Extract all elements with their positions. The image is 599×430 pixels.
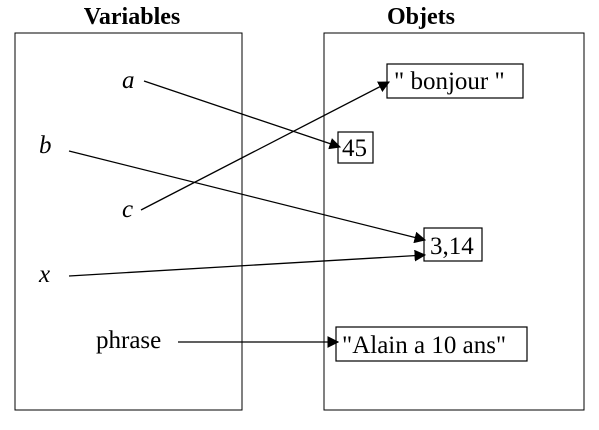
object-value-45: 45 (342, 135, 367, 162)
objects-header: Objets (387, 4, 455, 30)
variable-c: c (122, 196, 133, 223)
object-value-bonjour: " bonjour " (394, 68, 505, 95)
arrow-c-to-bonjour (140, 81, 391, 211)
variables-header: Variables (84, 4, 180, 30)
arrow-b-to-3-14 (68, 150, 427, 244)
object-box-bonjour (386, 63, 524, 99)
arrow-x-to-3-14 (68, 249, 427, 277)
object-box-45 (337, 131, 374, 164)
object-value-alain: "Alain a 10 ans" (342, 332, 506, 359)
object-box-3-14 (423, 227, 483, 262)
variable-b: b (39, 132, 52, 159)
variable-a: a (122, 67, 135, 94)
variable-phrase: phrase (96, 327, 161, 354)
object-value-3-14: 3,14 (430, 233, 474, 260)
variables-panel (14, 32, 243, 411)
variable-x: x (38, 261, 50, 288)
arrow-a-to-45 (143, 80, 342, 150)
